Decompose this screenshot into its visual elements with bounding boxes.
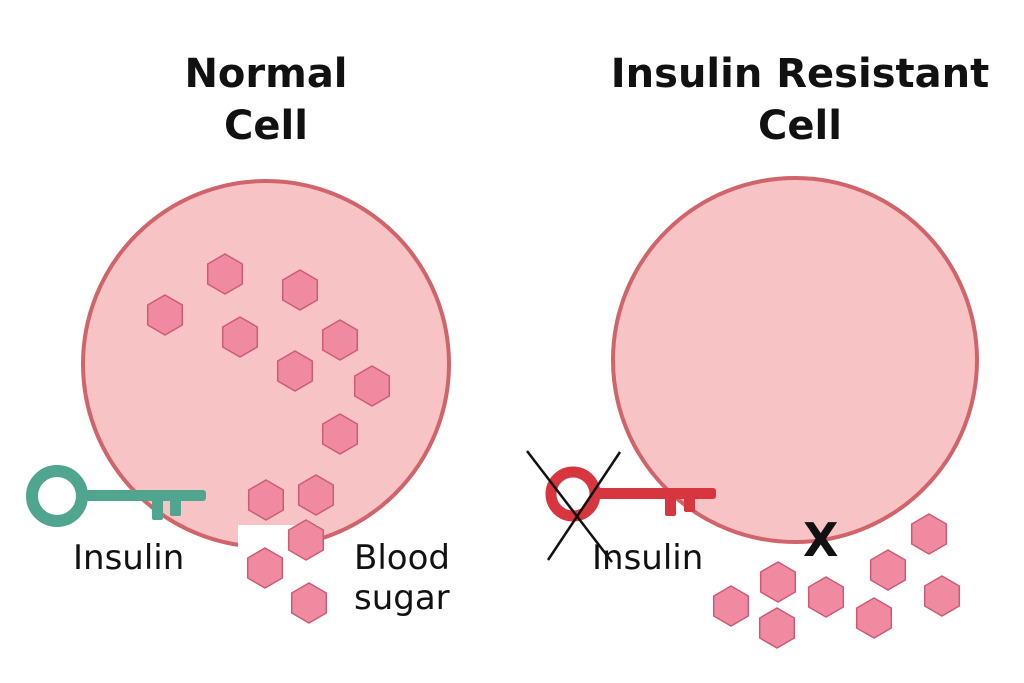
sugar-hexagon-icon bbox=[281, 269, 319, 311]
blood-sugar-label-line1: Blood bbox=[354, 538, 450, 578]
sugar-hexagon-icon bbox=[297, 474, 335, 516]
sugar-hexagon-icon bbox=[206, 253, 244, 295]
key-shaft bbox=[80, 490, 206, 501]
key-tooth bbox=[665, 494, 676, 516]
resistant-cell bbox=[611, 176, 979, 544]
sugar-hexagon-icon bbox=[712, 585, 750, 627]
key-tooth bbox=[170, 496, 181, 516]
sugar-hexagon-icon bbox=[923, 575, 961, 617]
normal-title-line1: Normal bbox=[184, 51, 348, 97]
sugar-hexagon-icon bbox=[869, 549, 907, 591]
sugar-hexagon-icon bbox=[759, 561, 797, 603]
normal-title-line2: Cell bbox=[224, 103, 308, 149]
sugar-hexagon-icon bbox=[276, 350, 314, 392]
resistant-insulin-key-icon bbox=[545, 466, 716, 522]
normal-cell-title: Normal Cell bbox=[140, 48, 392, 152]
blood-sugar-molecules bbox=[146, 253, 961, 649]
sugar-hexagon-icon bbox=[287, 519, 325, 561]
blocked-x-mark: X bbox=[803, 513, 839, 567]
normal-insulin-label: Insulin bbox=[73, 538, 185, 578]
blood-sugar-label: Blood sugar bbox=[354, 538, 450, 618]
cross-out-icon bbox=[526, 450, 622, 563]
sugar-hexagon-icon bbox=[221, 316, 259, 358]
resistant-insulin-label: Insulin bbox=[592, 538, 704, 578]
sugar-hexagon-icon bbox=[758, 607, 796, 649]
sugar-hexagon-icon bbox=[246, 547, 284, 589]
key-tooth bbox=[152, 496, 163, 520]
key-shaft bbox=[593, 488, 716, 499]
sugar-hexagon-icon bbox=[146, 294, 184, 336]
sugar-hexagon-icon bbox=[321, 319, 359, 361]
resistant-cell-title: Insulin Resistant Cell bbox=[600, 48, 1000, 152]
cross-line bbox=[526, 450, 613, 563]
blood-sugar-label-line2: sugar bbox=[354, 578, 450, 618]
resistant-title-line1: Insulin Resistant bbox=[610, 51, 990, 97]
cross-line bbox=[546, 451, 622, 561]
sugar-hexagon-icon bbox=[910, 513, 948, 555]
sugar-hexagon-icon bbox=[353, 365, 391, 407]
sugar-hexagon-icon bbox=[321, 413, 359, 455]
sugar-hexagon-icon bbox=[807, 576, 845, 618]
key-bow bbox=[26, 465, 88, 527]
sugar-hexagon-icon bbox=[290, 582, 328, 624]
key-tooth bbox=[684, 494, 695, 512]
resistant-title-line2: Cell bbox=[758, 103, 842, 149]
sugar-hexagon-icon bbox=[247, 479, 285, 521]
sugar-hexagon-icon bbox=[855, 597, 893, 639]
key-bow-hole bbox=[49, 488, 65, 504]
normal-insulin-key-icon bbox=[26, 465, 206, 527]
